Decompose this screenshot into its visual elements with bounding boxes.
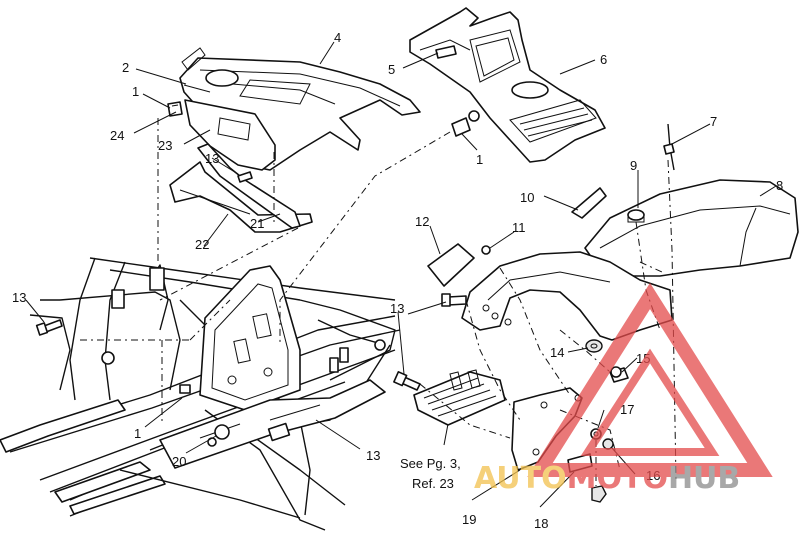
callout-17: 17 bbox=[620, 402, 634, 417]
bolt-15 bbox=[609, 366, 629, 383]
watermark-logo: AUTOMOTOHUB bbox=[474, 282, 773, 496]
callout-14: 14 bbox=[550, 345, 564, 360]
hood-edge-2 bbox=[181, 47, 211, 93]
chassis-frame bbox=[0, 257, 401, 531]
callout-4: 4 bbox=[334, 30, 341, 45]
seat-8 bbox=[584, 179, 799, 277]
console-6 bbox=[409, 7, 606, 163]
callout-20: 20 bbox=[172, 454, 186, 469]
floorboard bbox=[413, 369, 506, 426]
callout-2: 2 bbox=[122, 60, 129, 75]
callout-18: 18 bbox=[534, 516, 548, 531]
callout-13-left: 13 bbox=[12, 290, 26, 305]
decal-10 bbox=[571, 187, 607, 219]
callout-1-top: 1 bbox=[132, 84, 139, 99]
callout-8: 8 bbox=[776, 178, 783, 193]
washer-14 bbox=[585, 339, 603, 353]
nut-16 bbox=[602, 438, 614, 450]
callout-11: 11 bbox=[512, 220, 526, 235]
bolt-13-left bbox=[35, 319, 63, 336]
bolt-13-center bbox=[441, 293, 467, 307]
callout-13-hood: 13 bbox=[205, 151, 219, 166]
clip-1-console bbox=[451, 110, 480, 137]
watermark-triangle-inner bbox=[580, 348, 720, 456]
watermark-moto: MOTO bbox=[567, 461, 668, 496]
screw-13-hood bbox=[237, 171, 253, 183]
leader-lines bbox=[25, 41, 777, 508]
callout-1-mid: 1 bbox=[476, 152, 483, 167]
watermark-auto: AUTO bbox=[474, 461, 567, 496]
note-see-page-line2: Ref. 23 bbox=[412, 476, 454, 491]
callout-10: 10 bbox=[520, 190, 534, 205]
callout-6: 6 bbox=[600, 52, 607, 67]
watermark-triangle bbox=[527, 282, 773, 477]
callout-22: 22 bbox=[195, 237, 209, 252]
callout-23: 23 bbox=[158, 138, 172, 153]
callout-24: 24 bbox=[110, 128, 124, 143]
watermark-hub: HUB bbox=[668, 461, 740, 496]
note-see-page-line1: See Pg. 3, bbox=[400, 456, 461, 471]
nut-bottom bbox=[591, 485, 607, 503]
watermark-text-auto: AUTOMOTOHUB bbox=[474, 461, 740, 496]
badge-5 bbox=[435, 45, 457, 59]
bolt-13-low bbox=[393, 371, 421, 391]
callout-21: 21 bbox=[250, 216, 264, 231]
decal-12 bbox=[427, 243, 475, 287]
callout-13-low: 13 bbox=[366, 448, 380, 463]
callout-7: 7 bbox=[710, 114, 717, 129]
callout-numbers: 1 2 4 5 6 1 7 8 9 10 11 12 24 23 13 22 2… bbox=[12, 30, 783, 531]
rear-fender-front bbox=[461, 251, 673, 341]
clip-1-left bbox=[167, 101, 183, 117]
callout-1-low: 1 bbox=[134, 426, 141, 441]
antenna-7 bbox=[663, 123, 675, 171]
callout-5: 5 bbox=[388, 62, 395, 77]
callout-12: 12 bbox=[415, 214, 429, 229]
callout-9: 9 bbox=[630, 158, 637, 173]
callout-13-center: 13 bbox=[390, 301, 404, 316]
hood-lower-panel-23 bbox=[184, 99, 276, 171]
gas-cap-9 bbox=[627, 209, 645, 223]
screw-11 bbox=[481, 245, 491, 255]
callout-19: 19 bbox=[462, 512, 476, 527]
